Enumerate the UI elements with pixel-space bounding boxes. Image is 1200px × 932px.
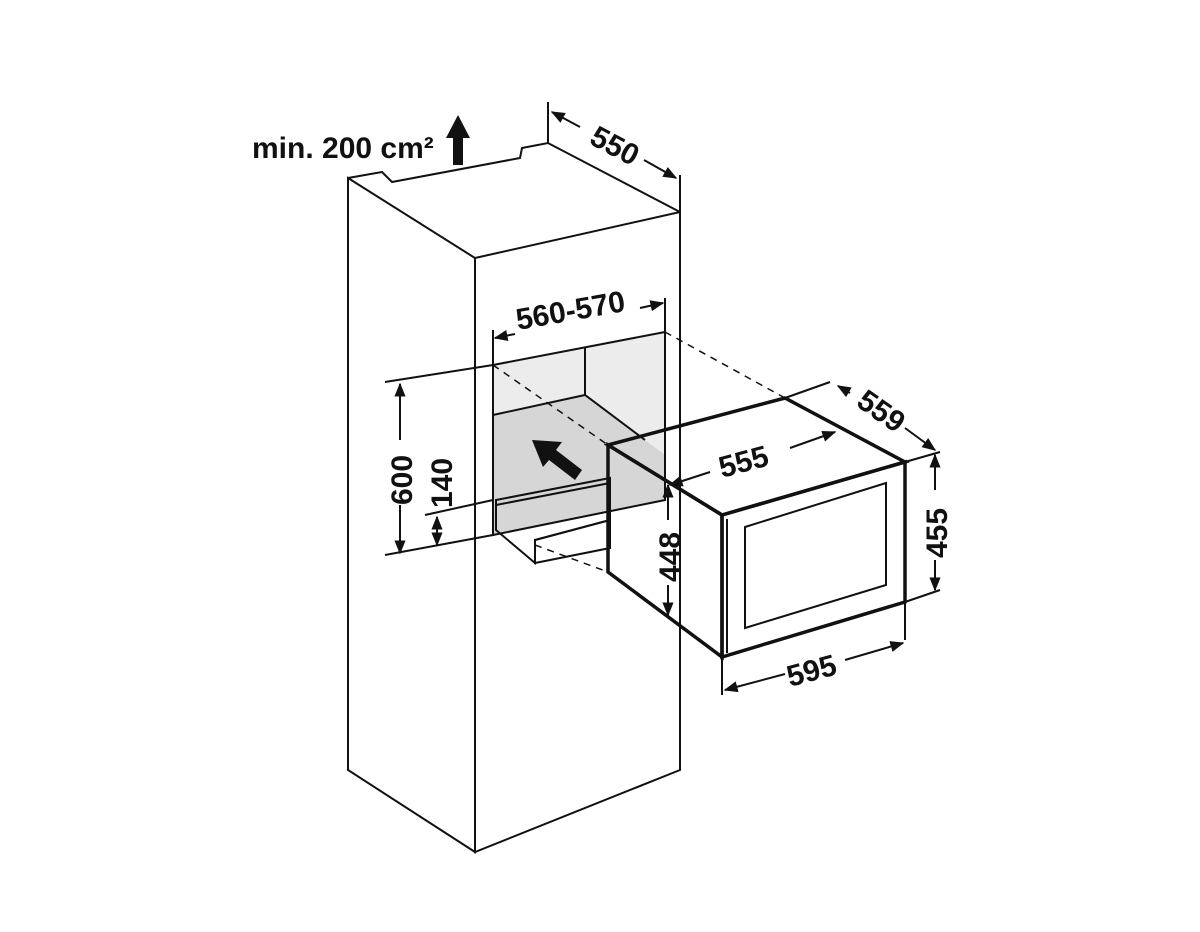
projection-lines [492, 331, 786, 573]
dim-appliance-front-height: 455 [921, 508, 954, 558]
dim-cabinet-depth: 550 [585, 120, 645, 173]
up-arrow-icon [446, 115, 470, 165]
dimension-lines [384, 102, 941, 695]
appliance-window [744, 481, 887, 630]
drawer [495, 476, 611, 566]
niche-floor [493, 395, 665, 535]
dim-drawer-height: 140 [426, 458, 459, 508]
cabinet-side-face [347, 176, 476, 854]
dim-appliance-depth-body: 555 [715, 440, 772, 485]
ventilation-indicator: min. 200 cm² [252, 115, 470, 165]
dim-niche-width: 560-570 [513, 285, 627, 337]
dim-appliance-width: 595 [783, 649, 840, 694]
niche [492, 330, 666, 566]
appliance-door [720, 459, 907, 660]
dim-niche-height: 600 [386, 455, 419, 505]
insert-direction-arrow [532, 440, 582, 480]
cabinet-front-face [474, 210, 681, 854]
dim-appliance-body-height: 448 [654, 532, 687, 582]
dim-appliance-depth-total: 559 [851, 384, 911, 440]
ventilation-label: min. 200 cm² [252, 132, 434, 165]
